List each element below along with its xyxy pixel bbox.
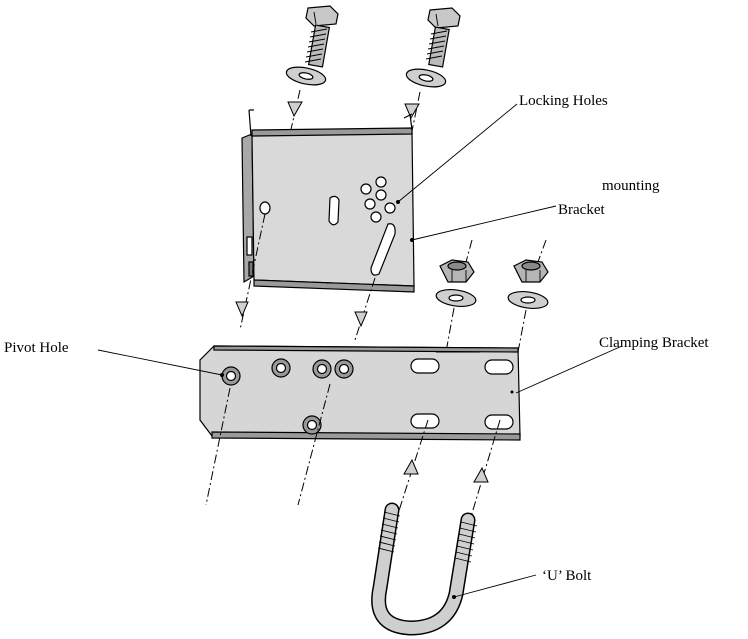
top-bolt-left: [305, 6, 338, 67]
leader-locking-holes: [398, 104, 517, 202]
leader-clamping-bracket: [516, 346, 622, 393]
top-washer-right: [405, 66, 447, 90]
label-mounting: mounting: [602, 178, 660, 194]
axis-line-nut-left: [466, 240, 472, 262]
label-u-bolt: ‘U’ Bolt: [542, 568, 592, 584]
axis-line-washer-right: [518, 310, 526, 352]
label-bracket: Bracket: [558, 202, 605, 218]
washer-nut-right: [507, 289, 549, 310]
label-locking-holes: Locking Holes: [519, 93, 608, 109]
arrow-up-ubolt-right: [474, 468, 488, 482]
nut-right: [514, 260, 548, 282]
top-washer-left: [285, 64, 327, 88]
arrow-down-top-left: [288, 102, 302, 116]
u-bolt: [378, 510, 477, 628]
pivot-hole-bracket: [222, 367, 240, 385]
axis-line-washer-left: [446, 308, 454, 352]
arrow-down-slot: [355, 312, 367, 326]
axis-line-nut-right: [538, 240, 546, 262]
washer-nut-left: [435, 287, 477, 308]
clamping-bracket: [200, 346, 520, 440]
arrow-up-ubolt-left: [404, 460, 418, 474]
leader-mounting-bracket: [412, 206, 556, 240]
mounting-bracket: [242, 110, 414, 292]
leader-u-bolt: [454, 575, 536, 597]
top-bolt-right: [426, 8, 460, 67]
nut-left: [440, 260, 474, 282]
label-pivot-hole: Pivot Hole: [4, 340, 69, 356]
arrow-down-pivot: [236, 302, 248, 316]
label-clamping-bracket: Clamping Bracket: [599, 335, 709, 351]
